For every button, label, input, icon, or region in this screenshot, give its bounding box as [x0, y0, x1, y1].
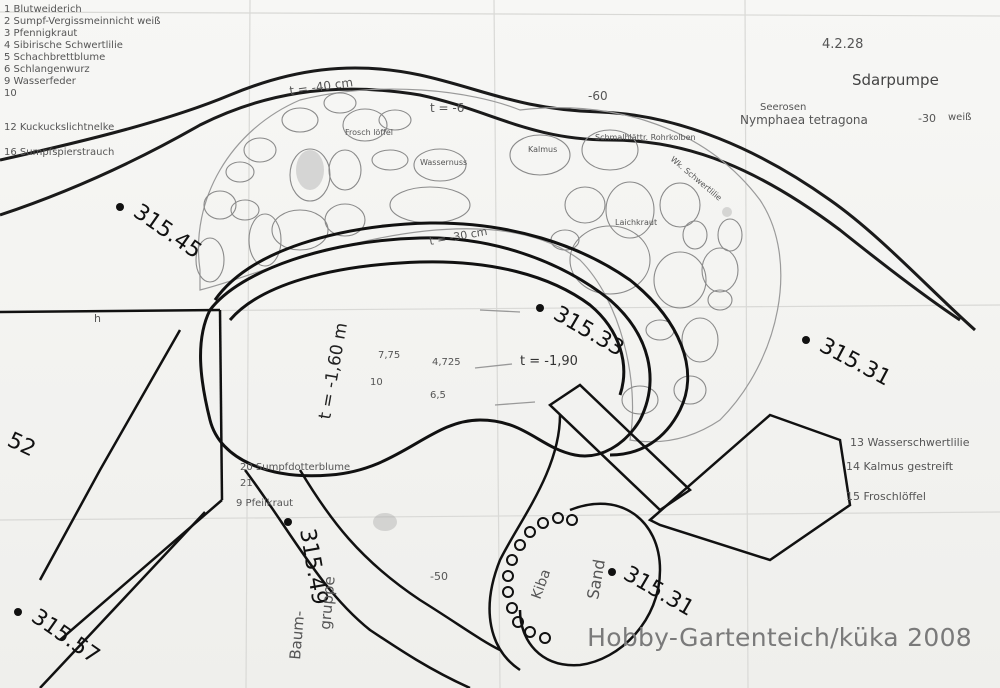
- legend-species: Nymphaea tetragona: [740, 113, 868, 127]
- legend-depth: -30: [918, 112, 936, 125]
- legend-left-item: 6 Schlangenwurz: [4, 64, 90, 75]
- measurements: 7,75 4,725 10 6,5: [370, 350, 461, 401]
- elevation-dots: [14, 203, 810, 616]
- legend-left-item: 10: [4, 88, 17, 99]
- baum-label: Baum-: [286, 610, 308, 660]
- pond-outline: [199, 221, 690, 478]
- plant-label: Wassernuss: [420, 158, 467, 167]
- watermark: Hobby-Gartenteich/küka 2008: [587, 623, 972, 652]
- legend-bottom-right-item: 15 Froschlöffel: [846, 490, 926, 503]
- legend-bottom-right: 13 Wasserschwertlilie 14 Kalmus gestreif…: [846, 436, 970, 503]
- legend-group: Seerosen: [760, 102, 806, 113]
- plant-label: Frosch löffel: [345, 128, 393, 137]
- top-right-label: Sdarpumpe: [852, 71, 939, 89]
- legend-left-item: 12 Kuckuckslichtnelke: [4, 122, 114, 133]
- measure-c: 10: [370, 377, 383, 388]
- depth-label: -60: [588, 89, 608, 103]
- legend-color: weiß: [948, 112, 971, 123]
- plant-zone-outline: [197, 88, 782, 443]
- legend-bottom-left-item: 9 Pfeilkraut: [236, 498, 293, 509]
- flow-arrows: [474, 309, 536, 406]
- measure-d: 6,5: [430, 390, 446, 401]
- path-lines: [0, 308, 852, 688]
- elevation-bottom-right: 315.31: [619, 562, 698, 622]
- legend-left-item: 16 Sumpfspierstrauch: [4, 147, 114, 158]
- depth-label: t = -6: [430, 101, 464, 115]
- plant-label: Kalmus: [528, 145, 557, 154]
- measure-b: 4,725: [432, 357, 461, 368]
- elevation-right: 315.31: [815, 333, 895, 391]
- legend-left-item: 2 Sumpf-Vergissmeinnicht weiß: [4, 16, 160, 27]
- kiba-label: Kiba: [529, 567, 554, 601]
- legend-left-item: 4 Sibirische Schwertlilie: [4, 40, 123, 51]
- plant-label: Wk. Schwertlilie: [669, 155, 724, 203]
- legend-left-item: 3 Pfennigkraut: [4, 28, 77, 39]
- depth-label-long: t = -1,60 m: [315, 321, 352, 421]
- stream-outline: [0, 66, 976, 332]
- legend-bottom-right-item: 14 Kalmus gestreift: [846, 460, 954, 473]
- smudges: [296, 150, 732, 531]
- elevation-labels: 315.45 315.33 315.31 52 315.49 315.31 31…: [3, 199, 894, 669]
- measure-a: 7,75: [378, 350, 400, 361]
- legend-left-item: 9 Wasserfeder: [4, 76, 77, 87]
- gruppe-label: gruppe: [316, 576, 339, 631]
- depth-label-center: t = -1,90: [520, 354, 578, 369]
- legend-bottom-left-item: 20 Sumpfdotterblume: [240, 462, 350, 473]
- plant-blobs: [195, 92, 743, 415]
- plant-label: Laichkraut: [615, 218, 657, 227]
- depth-label: t = -40 cm: [288, 75, 353, 98]
- legend-left-item: 5 Schachbrettblume: [4, 52, 105, 63]
- elevation-top-left: 315.45: [129, 199, 206, 264]
- sand-label: Sand: [583, 558, 609, 601]
- stepping-stones: [502, 512, 578, 644]
- plant-label: Schmalblättr. Rohrkolben: [595, 133, 696, 142]
- legend-left-item: 1 Blutweiderich: [4, 4, 82, 15]
- depth-label: -50: [430, 570, 448, 583]
- plan-date: 4.2.28: [822, 37, 863, 52]
- legend-top-right: 4.2.28 Sdarpumpe Seerosen Nymphaea tetra…: [740, 37, 971, 127]
- legend-left: 1 Blutweiderich 2 Sumpf-Vergissmeinnicht…: [4, 4, 160, 158]
- legend-bottom-right-item: 13 Wasserschwertlilie: [850, 436, 970, 449]
- h-mark: h: [94, 312, 101, 325]
- legend-bottom-left: 20 Sumpfdotterblume 21 9 Pfeilkraut: [236, 462, 350, 509]
- plant-labels: Frosch löffel Wassernuss Kalmus Schmalbl…: [345, 128, 723, 227]
- elevation-left-edge: 52: [3, 428, 39, 462]
- legend-bottom-left-item: 21: [240, 478, 253, 489]
- elevation-center: 315.33: [549, 302, 628, 362]
